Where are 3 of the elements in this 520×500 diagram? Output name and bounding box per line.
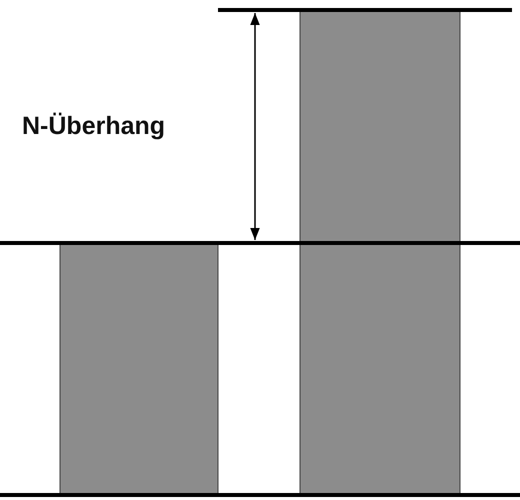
bar [300,10,460,496]
dimension-label: N-Überhang [22,112,166,141]
bar [60,242,218,496]
